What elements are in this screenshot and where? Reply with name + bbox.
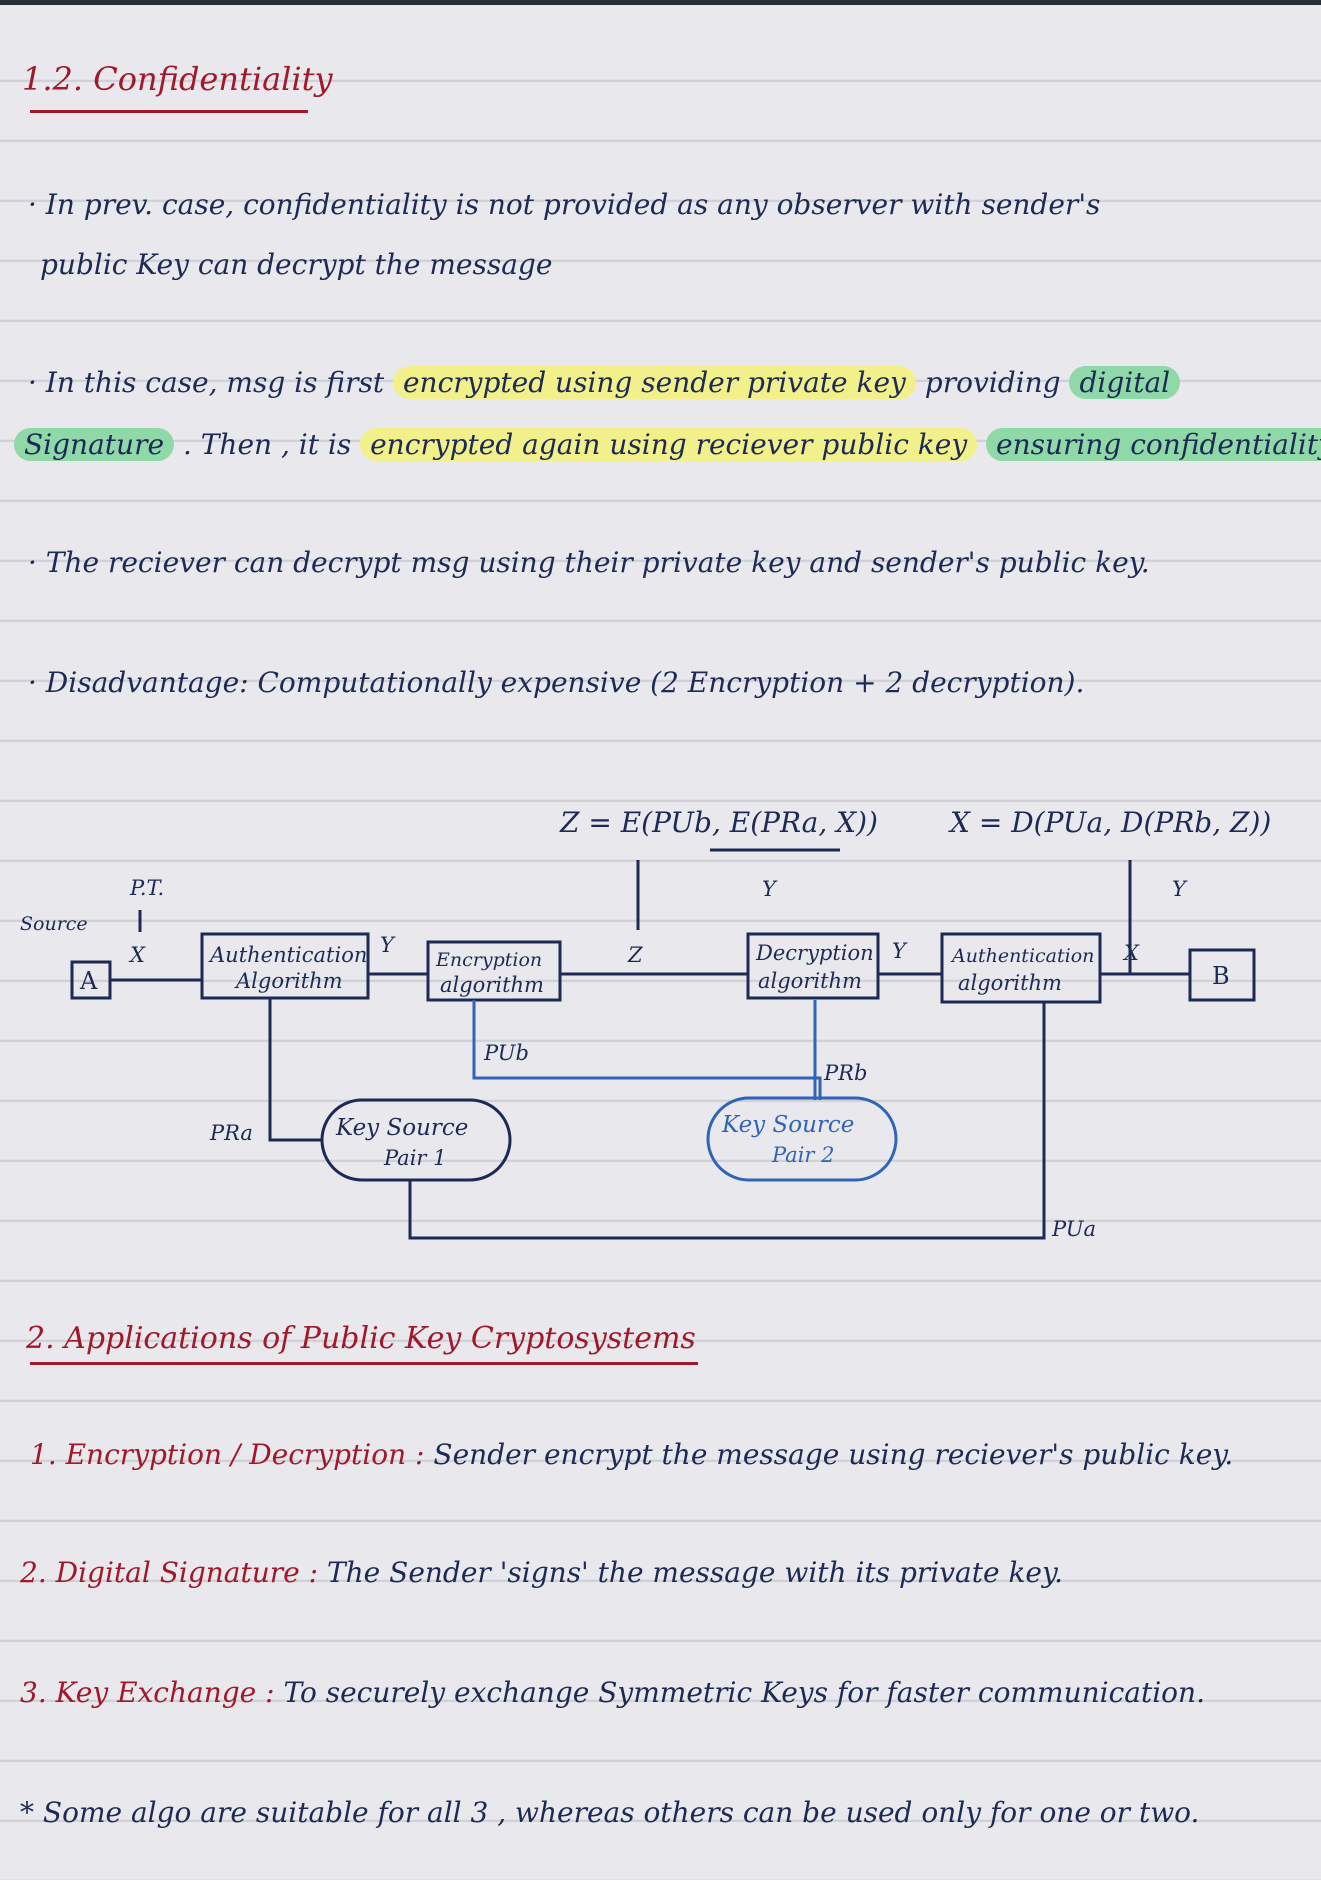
- key-pair-1-line-2: Pair 1: [383, 1146, 447, 1170]
- dec-alg-line-2: algorithm: [758, 969, 862, 993]
- y-under-formula-z: Y: [762, 877, 778, 901]
- auth-alg-2-line-1: Authentication: [950, 945, 1094, 967]
- key-pair-2-box: [706, 1096, 898, 1182]
- y-label-1: Y: [380, 933, 396, 957]
- application-2-label: 2. Digital Signature :: [20, 1556, 319, 1589]
- pub-link: [472, 1000, 822, 1100]
- key-pair-1-box: [320, 1098, 512, 1182]
- top-bar: [0, 0, 1321, 5]
- node-b: B: [1212, 962, 1230, 990]
- application-2-text: The Sender 'signs' the message with its …: [326, 1556, 1063, 1589]
- pra-link: [268, 998, 322, 1142]
- p2-text-b: providing: [924, 366, 1061, 399]
- pt-label: P.T.: [129, 876, 164, 900]
- paragraph-2-line-1: · In this case, msg is first encrypted u…: [28, 366, 1181, 399]
- application-3-text: To securely exchange Symmetric Keys for …: [283, 1676, 1205, 1709]
- application-1-text: Sender encrypt the message using recieve…: [433, 1438, 1234, 1471]
- applications-title-underline: [30, 1362, 698, 1365]
- y-under-formula-x: Y: [1172, 877, 1188, 901]
- z-label: Z: [627, 943, 643, 967]
- p2-highlight-confidentiality: ensuring confidentiality.: [986, 428, 1321, 461]
- application-1-label: 1. Encryption / Decryption :: [30, 1438, 425, 1471]
- formula-z: Z = E(PUb, E(PRa, X)): [559, 806, 878, 839]
- y-label-2: Y: [892, 939, 908, 963]
- paragraph-1-line-1: · In prev. case, confidentiality is not …: [28, 188, 1101, 221]
- pua-link: [408, 1002, 1046, 1240]
- dec-alg-box: [746, 932, 880, 1000]
- paragraph-2-line-2: Signature . Then , it is encrypted again…: [14, 428, 1321, 461]
- key-pair-2-line-2: Pair 2: [771, 1143, 835, 1167]
- dec-alg-line-1: Decryption: [755, 941, 874, 965]
- enc-alg-line-2: algorithm: [440, 973, 544, 997]
- application-2: 2. Digital Signature : The Sender 'signs…: [20, 1556, 1063, 1589]
- source-label: Source: [20, 913, 88, 935]
- algorithms-note: * Some algo are suitable for all 3 , whe…: [20, 1796, 1200, 1829]
- p2-highlight-encrypted-public: encrypted again using reciever public ke…: [360, 428, 978, 461]
- prb-label: PRb: [823, 1061, 867, 1085]
- paragraph-1-line-2: public Key can decrypt the message: [40, 248, 553, 281]
- key-pair-2-line-1: Key Source: [721, 1112, 854, 1138]
- application-1: 1. Encryption / Decryption : Sender encr…: [30, 1438, 1234, 1471]
- p2-highlight-digital: digital: [1069, 366, 1181, 399]
- auth-alg-2-line-2: algorithm: [958, 971, 1062, 995]
- confidentiality-diagram: Z = E(PUb, E(PRa, X)) Y X = D(PUa, D(PRb…: [20, 806, 1271, 1241]
- formula-x: X = D(PUa, D(PRb, Z)): [948, 806, 1271, 839]
- p2-text-a: · In this case, msg is first: [28, 366, 385, 399]
- applications-title: 2. Applications of Public Key Cryptosyst…: [26, 1321, 696, 1356]
- section-title: 1.2. Confidentiality: [22, 60, 333, 98]
- auth-alg-1-box: [200, 932, 370, 1000]
- pua-label: PUa: [1051, 1217, 1096, 1241]
- paragraph-4: · Disadvantage: Computationally expensiv…: [28, 666, 1085, 699]
- x-label-1: X: [128, 943, 146, 967]
- pub-label: PUb: [483, 1041, 529, 1065]
- p2-text-c: . Then , it is: [182, 428, 352, 461]
- key-pair-1-line-1: Key Source: [335, 1115, 468, 1141]
- p2-highlight-encrypted-private: encrypted using sender private key: [392, 366, 916, 399]
- section-title-underline: [30, 110, 308, 113]
- node-a: A: [79, 967, 98, 995]
- auth-alg-2-box: [940, 932, 1102, 1004]
- application-3-label: 3. Key Exchange :: [20, 1676, 275, 1709]
- auth-alg-1-line-2: Algorithm: [234, 969, 343, 993]
- pra-label: PRa: [209, 1121, 253, 1145]
- enc-alg-line-1: Encryption: [435, 949, 542, 971]
- p2-highlight-signature: Signature: [14, 428, 175, 461]
- enc-alg-box: [426, 940, 562, 1002]
- paragraph-3: · The reciever can decrypt msg using the…: [28, 546, 1150, 579]
- application-3: 3. Key Exchange : To securely exchange S…: [20, 1676, 1205, 1709]
- node-b-box: [1188, 948, 1256, 1002]
- auth-alg-1-line-1: Authentication: [208, 943, 367, 967]
